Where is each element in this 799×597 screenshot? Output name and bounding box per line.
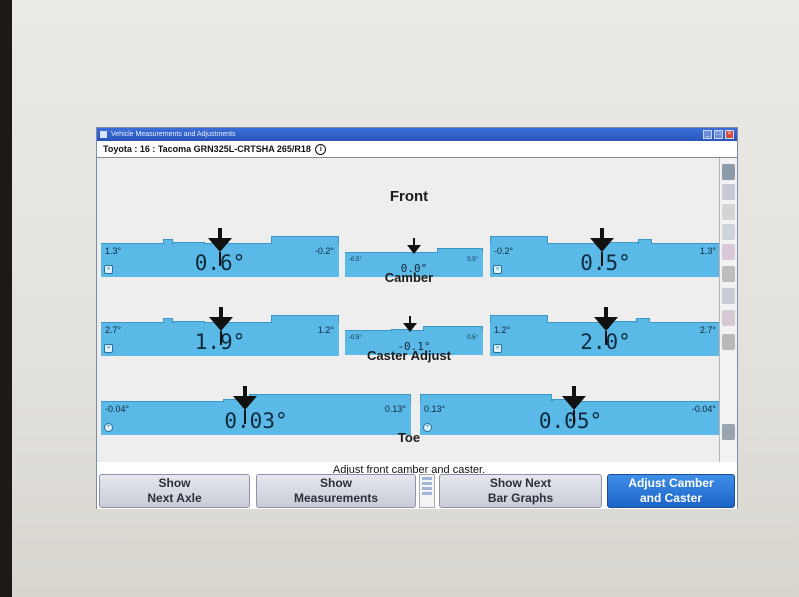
app-icon	[100, 131, 107, 138]
toe-left-pointer	[233, 386, 257, 424]
caster-right-max: 2.7°	[699, 325, 716, 335]
caster-cross-min: -0.5°	[349, 335, 362, 341]
caster-right-min: 1.2°	[494, 325, 511, 335]
refresh-icon[interactable]	[722, 204, 735, 220]
camber-left-bar[interactable]: 1.3° -0.2° » 0.6°	[101, 228, 339, 277]
readings-icon[interactable]	[722, 310, 735, 326]
section-title-caster: Caster Adjust	[366, 348, 452, 363]
camber-right-pointer	[590, 228, 614, 266]
toggle-icon[interactable]	[722, 244, 735, 260]
minimize-icon[interactable]: _	[703, 130, 712, 139]
toe-left-max: 0.13°	[384, 404, 406, 414]
caster-cross-max: 0.5°	[467, 335, 478, 341]
app-window: Vehicle Measurements and Adjustments _ □…	[96, 127, 738, 509]
toe-left-bar[interactable]: -0.04° 0.13° + 0.03°	[101, 386, 411, 435]
expand-icon[interactable]: »	[104, 265, 113, 274]
camber-cross-max: 0.5°	[467, 257, 478, 263]
adjust-icon[interactable]	[722, 224, 735, 240]
toe-right-bar[interactable]: 0.13° -0.04° + 0.05°	[420, 386, 721, 435]
maximize-icon[interactable]: □	[714, 130, 723, 139]
button-line: Next Axle	[147, 491, 202, 505]
caster-right-pointer	[594, 307, 618, 345]
camber-cross-bar[interactable]: -0.5° 0.5° 0.0°	[345, 238, 483, 277]
camber-right-value: 0.5°	[580, 251, 631, 275]
camber-cross-value: 0.0°	[400, 262, 428, 275]
camber-right-min: -0.2°	[494, 246, 514, 256]
vehicle-label: Toyota : 16 : Tacoma GRN325L-CRTSHA 265/…	[103, 144, 311, 154]
button-line: Adjust Camber	[628, 476, 714, 490]
toe-left-value: 0.03°	[224, 409, 288, 433]
caster-cross-pointer	[403, 316, 417, 332]
caster-cross-bar[interactable]: -0.5° 0.5° -0.1°	[345, 316, 483, 355]
close-icon[interactable]: ×	[725, 130, 734, 139]
toe-right-max: -0.04°	[691, 404, 716, 414]
expand-icon[interactable]: »	[493, 344, 502, 353]
target-icon[interactable]: +	[423, 423, 432, 432]
gauge-icon[interactable]	[722, 184, 735, 200]
right-toolbar	[719, 158, 737, 462]
caster-cross-value: -0.1°	[397, 340, 431, 353]
vehicle-info-bar: Toyota : 16 : Tacoma GRN325L-CRTSHA 265/…	[97, 141, 737, 158]
camber-left-min: 1.3°	[105, 246, 122, 256]
toe-right-pointer	[562, 386, 586, 424]
button-line: Show Next	[489, 476, 552, 490]
camber-cross-pointer	[407, 238, 421, 254]
caster-left-min: 2.7°	[105, 325, 122, 335]
camber-left-max: -0.2°	[314, 246, 334, 256]
button-line: Show	[319, 476, 352, 490]
title-bar: Vehicle Measurements and Adjustments _ □…	[97, 128, 737, 141]
camber-right-max: 1.3°	[699, 246, 716, 256]
mini-help-panel[interactable]	[419, 474, 435, 508]
window-title: Vehicle Measurements and Adjustments	[111, 131, 236, 138]
info-icon[interactable]: i	[315, 144, 327, 156]
button-line: and Caster	[639, 491, 702, 505]
button-line: Bar Graphs	[487, 491, 554, 505]
measurement-area: Front 1.3° -0.2° » 0.6° -0.5° 0.5° 0.0°	[97, 158, 721, 462]
section-title-toe: Toe	[397, 430, 421, 445]
caster-right-bar[interactable]: 1.2° 2.7° » 2.0°	[490, 307, 721, 356]
button-line: Show	[158, 476, 191, 490]
caster-left-bar[interactable]: 2.7° 1.2° » 1.9°	[101, 307, 339, 356]
toe-right-min: 0.13°	[424, 404, 446, 414]
section-title-front: Front	[389, 188, 429, 205]
camber-cross-min: -0.5°	[349, 257, 362, 263]
settings-icon[interactable]	[722, 288, 735, 304]
camber-right-bar[interactable]: -0.2° 1.3° » 0.5°	[490, 228, 721, 277]
window-controls: _ □ ×	[703, 130, 734, 139]
toe-right-value: 0.05°	[538, 409, 603, 433]
toe-left-min: -0.04°	[105, 404, 130, 414]
expand-icon[interactable]: »	[104, 344, 113, 353]
measure-icon[interactable]	[722, 266, 735, 282]
caster-left-max: 1.2°	[317, 325, 334, 335]
caster-left-pointer	[209, 307, 233, 345]
section-title-camber: Camber	[384, 270, 434, 285]
target-icon[interactable]: +	[104, 423, 113, 432]
button-line: Measurements	[293, 491, 379, 505]
lift-icon[interactable]	[722, 334, 735, 350]
wrench-icon[interactable]	[722, 164, 735, 180]
camber-left-pointer	[208, 228, 232, 266]
expand-icon[interactable]: »	[493, 265, 502, 274]
caster-left-value: 1.9°	[101, 330, 339, 354]
vehicle-axle-icon[interactable]	[722, 424, 735, 440]
